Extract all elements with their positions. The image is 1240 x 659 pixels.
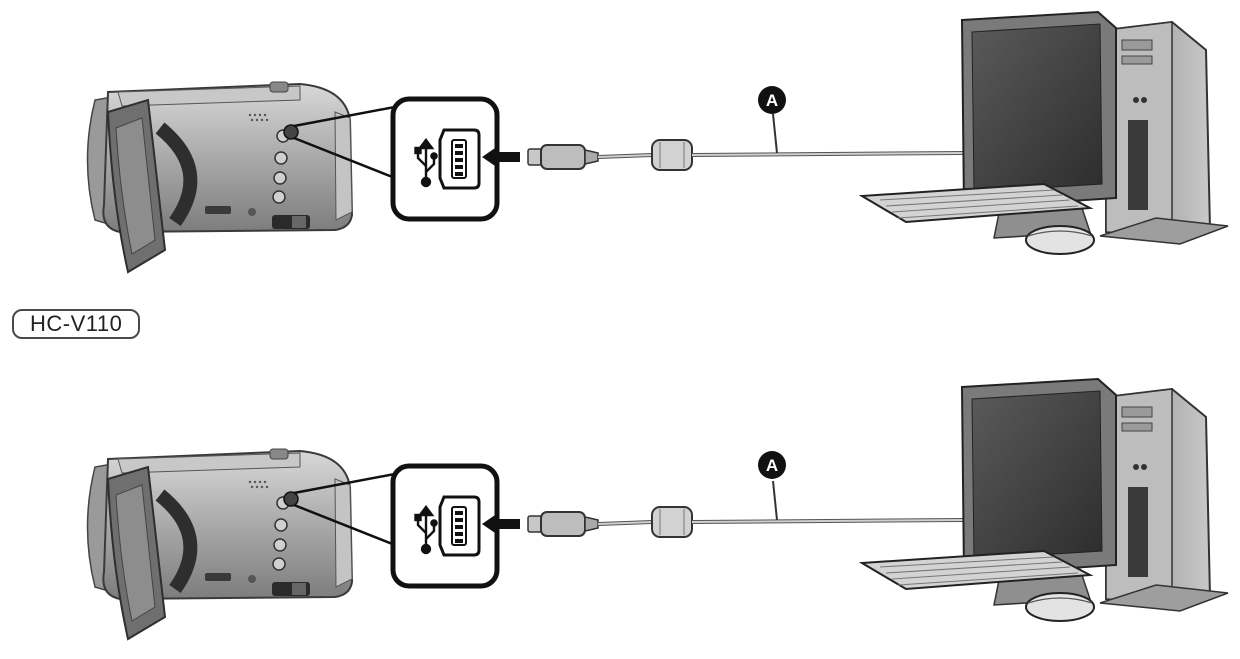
callout-badge-a: A (758, 451, 786, 479)
connection-row-2: A (88, 379, 1229, 639)
connection-row-1: A (88, 12, 1229, 272)
callout-letter: A (766, 456, 778, 475)
callout-badge-a: A (758, 86, 786, 114)
model-label-text: HC-V110 (30, 311, 123, 336)
callout-letter: A (766, 91, 778, 110)
model-label-box: HC-V110 (12, 309, 141, 339)
